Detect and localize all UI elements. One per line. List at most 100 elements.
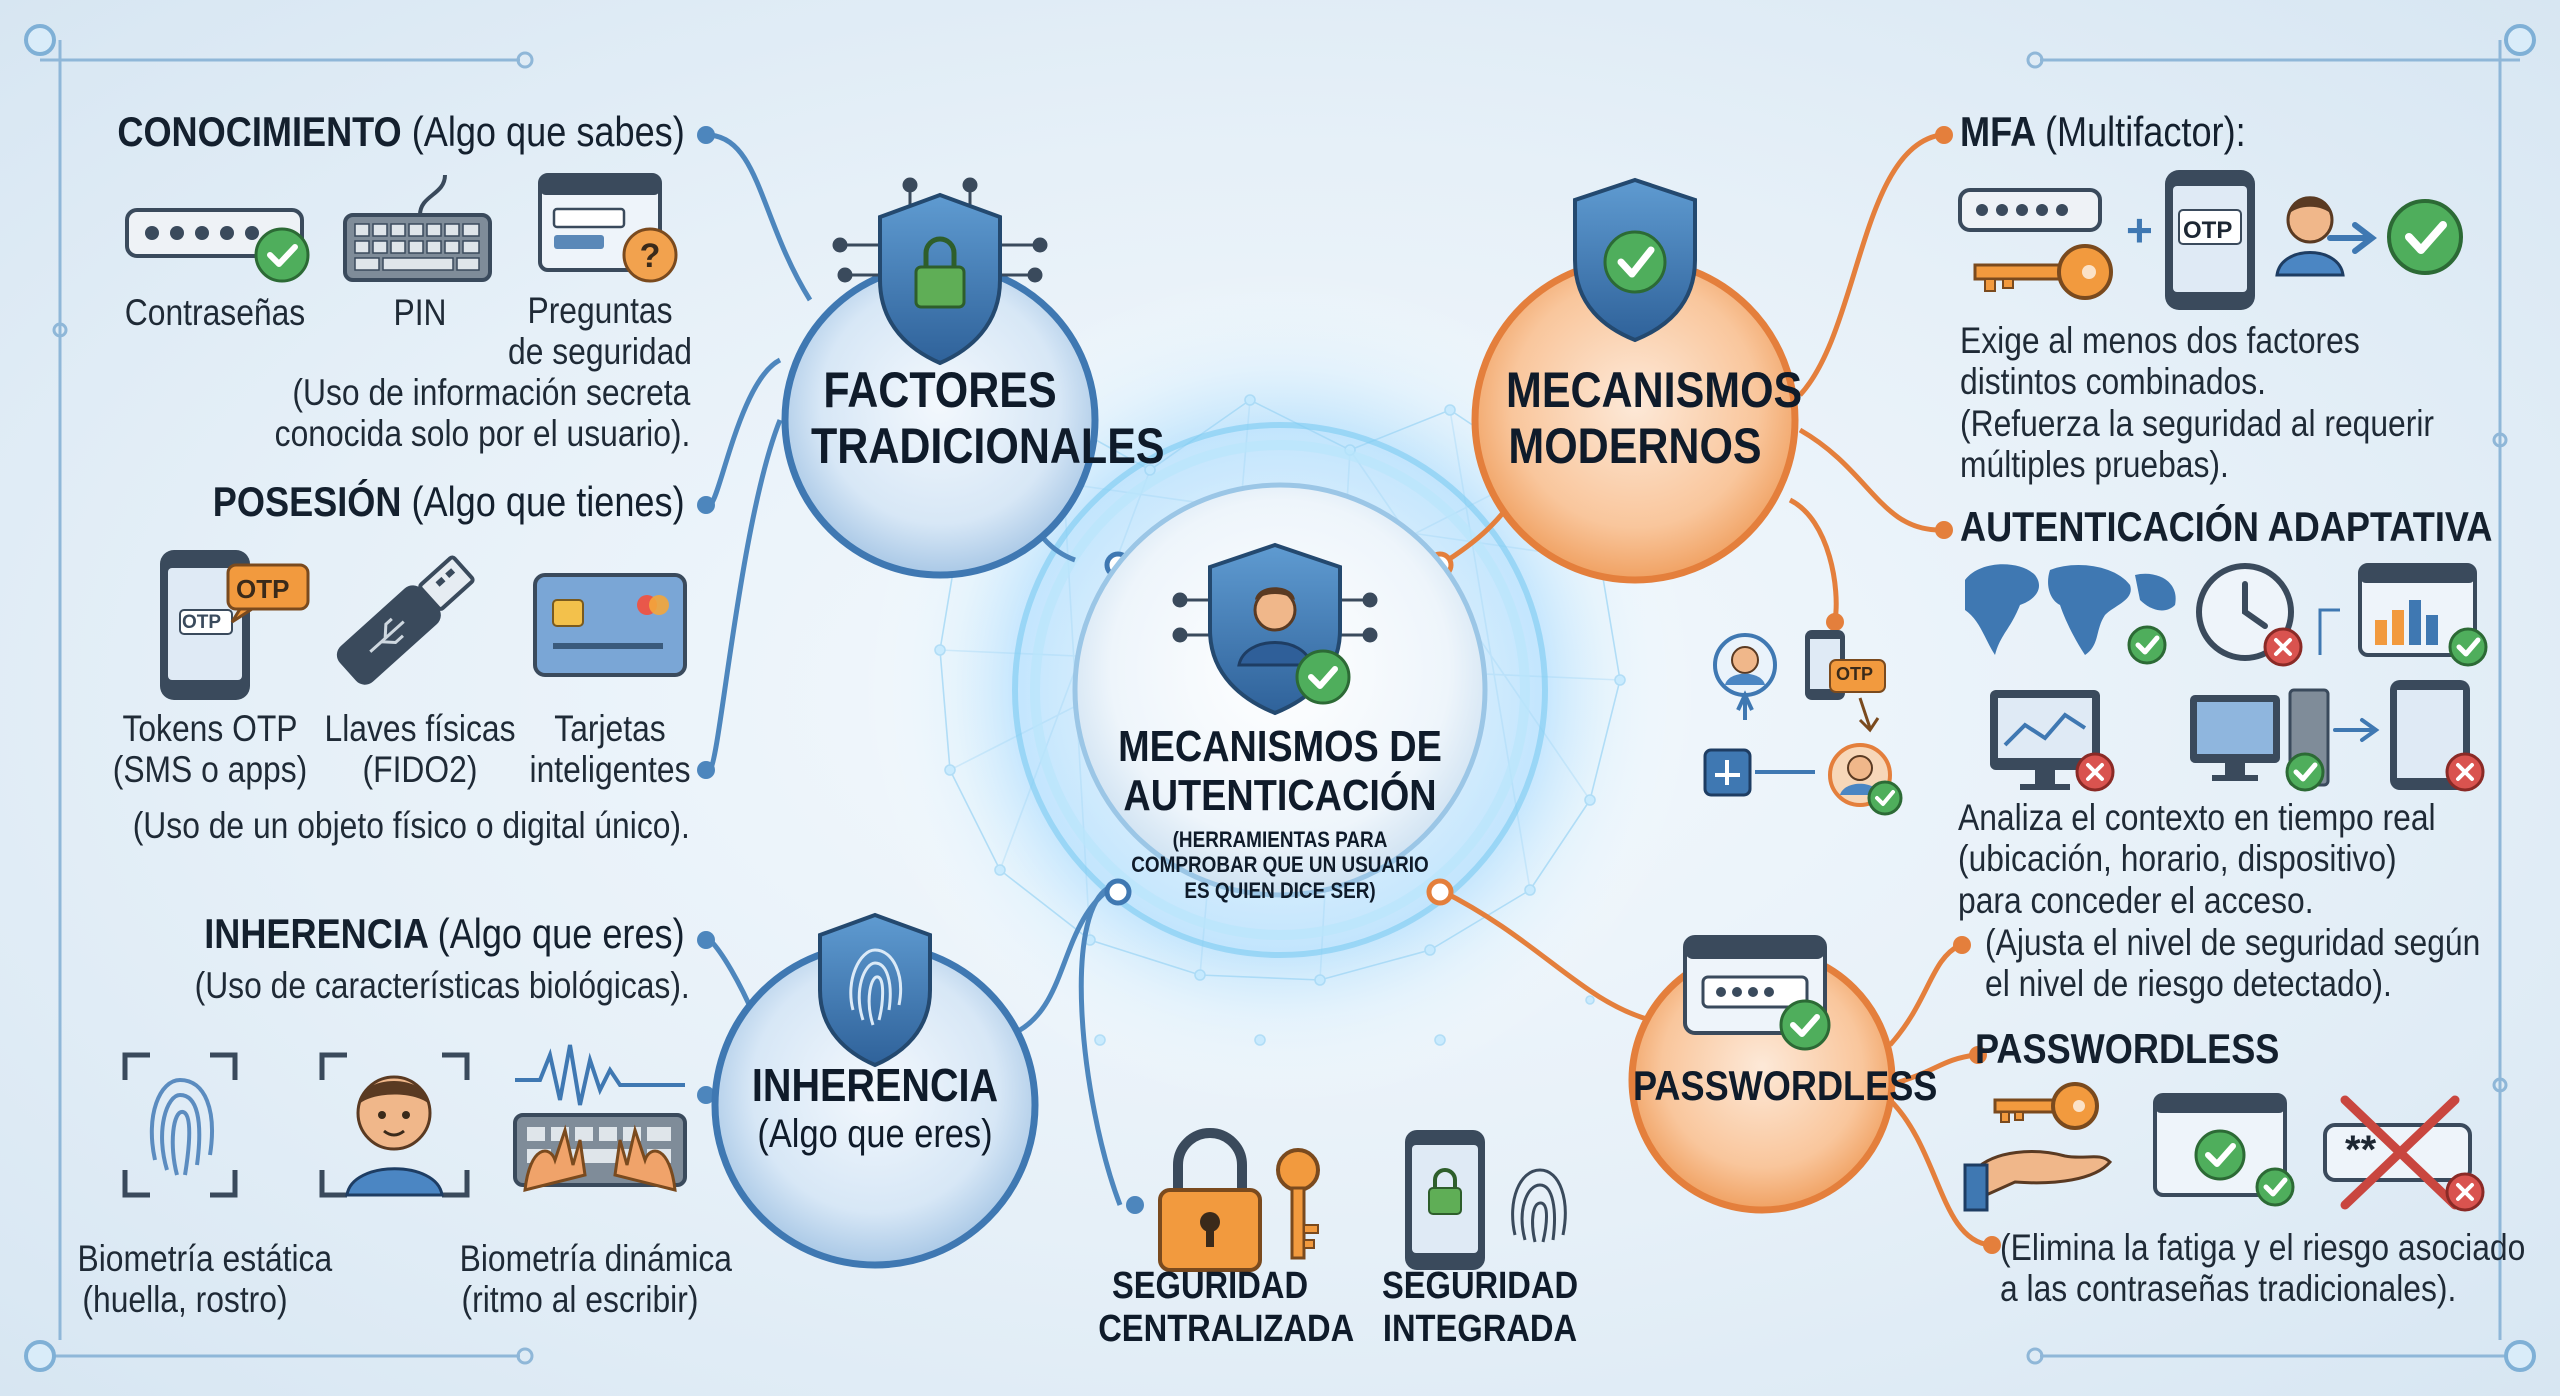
adaptive-title: AUTENTICACIÓN ADAPTATIVA bbox=[1960, 503, 2493, 550]
clock-icon bbox=[2196, 563, 2303, 667]
padlock-key-icon bbox=[1158, 1128, 1320, 1272]
mfa-desc-line4: múltiples pruebas). bbox=[1960, 444, 2229, 486]
possession-item-otp: Tokens OTP (SMS o apps) bbox=[107, 708, 313, 791]
phone-otp-icon bbox=[160, 550, 310, 700]
knowledge-item-questions: Preguntas de seguridad bbox=[497, 290, 703, 373]
adaptive-desc-line1: Analiza el contexto en tiempo real bbox=[1958, 797, 2436, 838]
possession-item-keys-line2: (FIDO2) bbox=[362, 749, 478, 791]
adaptive-desc-line3: para conceder el acceso. bbox=[1958, 879, 2314, 921]
inherence-heading: INHERENCIA (Algo que eres) bbox=[205, 910, 685, 957]
connectors-left bbox=[707, 132, 1123, 1206]
modern-shield-icon bbox=[1573, 177, 1697, 343]
possession-item-cards: Tarjetas inteligentes bbox=[507, 708, 713, 791]
mfa-arrow-icon bbox=[2327, 222, 2377, 254]
phone-lock-fingerprint-icon bbox=[1405, 1130, 1567, 1270]
hand-key-icon bbox=[1963, 1082, 2113, 1212]
mfa-key-icon bbox=[1973, 244, 2113, 300]
mfa-description: Exige al menos dos factores distintos co… bbox=[1960, 320, 2434, 486]
traditional-node-title[interactable]: FACTORES TRADICIONALES bbox=[811, 362, 1165, 474]
adaptive-description: Analiza el contexto en tiempo real (ubic… bbox=[1958, 797, 2436, 921]
analytics-window-icon bbox=[2318, 563, 2488, 667]
inherence-title-suffix: (Algo que eres) bbox=[438, 910, 685, 957]
inherence-item-dynamic-line1: Biometría dinámica bbox=[459, 1238, 732, 1279]
modern-node-line2: MODERNOS bbox=[1508, 418, 1762, 474]
frame bbox=[24, 24, 2536, 1372]
traditional-node-line2: TRADICIONALES bbox=[811, 418, 1165, 474]
adaptive-desc-line4: (Ajusta el nivel de seguridad según bbox=[1985, 922, 2481, 963]
inherence-item-static: Biometría estática (huella, rostro) bbox=[77, 1238, 333, 1321]
integrated-line2: INTEGRADA bbox=[1382, 1307, 1578, 1350]
smart-card-icon bbox=[533, 573, 687, 677]
center-subtitle-line2: COMPROBAR QUE UN USUARIO bbox=[1131, 852, 1429, 878]
password-field-icon bbox=[125, 208, 310, 283]
passwordless-node-title[interactable]: PASSWORDLESS bbox=[1633, 1062, 1938, 1109]
inherence-item-static-line2: (huella, rostro) bbox=[82, 1279, 288, 1321]
passwordless-description: (Elimina la fatiga y el riesgo asociado … bbox=[2000, 1227, 2525, 1310]
crossed-password-icon bbox=[2323, 1095, 2485, 1212]
otp-badge-label: OTP bbox=[236, 574, 290, 604]
masked-password-text: ** bbox=[2345, 1128, 2377, 1172]
traditional-shield-icon bbox=[832, 177, 1048, 366]
adaptive-note: (Ajusta el nivel de seguridad según el n… bbox=[1985, 922, 2480, 1005]
fingerprint-scan-icon bbox=[122, 1052, 238, 1198]
modern-node-title[interactable]: MECANISMOS MODERNOS bbox=[1506, 362, 1803, 474]
inherence-node-title[interactable]: INHERENCIA (Algo que eres) bbox=[746, 1059, 1004, 1156]
end-dots-left bbox=[697, 126, 1144, 1214]
desktop-computer-icon bbox=[2190, 688, 2380, 792]
inherence-item-static-line1: Biometría estática bbox=[77, 1238, 333, 1279]
passwordless-window-icon bbox=[1683, 935, 1831, 1051]
possession-description: (Uso de un objeto físico o digital único… bbox=[132, 805, 690, 846]
possession-item-cards-line1: Tarjetas bbox=[554, 708, 666, 749]
mfa-desc-line2: distintos combinados. bbox=[1960, 361, 2266, 403]
adaptive-desc-line5: el nivel de riesgo detectado). bbox=[1985, 963, 2392, 1005]
security-question-window-icon: ? bbox=[538, 173, 678, 283]
adaptive-desc-line2: (ubicación, horario, dispositivo) bbox=[1958, 838, 2397, 880]
centralized-line1: SEGURIDAD bbox=[1111, 1265, 1309, 1307]
user-otp-flow-icon bbox=[1703, 630, 1903, 816]
knowledge-heading: CONOCIMIENTO (Algo que sabes) bbox=[118, 108, 685, 155]
integrated-security-label: SEGURIDAD INTEGRADA bbox=[1377, 1265, 1583, 1350]
otp-screen-label: OTP bbox=[182, 612, 222, 633]
monitor-chart-icon bbox=[1990, 690, 2115, 792]
possession-title: POSESIÓN bbox=[213, 478, 402, 525]
knowledge-item-questions-line1: Preguntas bbox=[527, 290, 673, 331]
centralized-security-label: SEGURIDAD CENTRALIZADA bbox=[1098, 1265, 1355, 1350]
knowledge-item-pin: PIN bbox=[393, 292, 447, 333]
inherence-item-dynamic: Biometría dinámica (ritmo al escribir) bbox=[459, 1238, 732, 1321]
knowledge-item-passwords: Contraseñas bbox=[124, 292, 306, 333]
mfa-otp-label: OTP bbox=[2183, 217, 2233, 244]
mfa-user-icon bbox=[2275, 196, 2345, 277]
mfa-title: MFA bbox=[1960, 108, 2035, 155]
possession-item-keys: Llaves físicas (FIDO2) bbox=[317, 708, 523, 791]
possession-title-suffix: (Algo que tienes) bbox=[411, 478, 685, 525]
possession-item-cards-line2: inteligentes bbox=[529, 749, 691, 791]
svg-text:?: ? bbox=[640, 237, 661, 275]
end-dots-right bbox=[1826, 126, 2001, 1254]
inherence-title: INHERENCIA bbox=[204, 910, 429, 957]
usb-key-icon bbox=[336, 555, 475, 685]
mfa-plus-sign: + bbox=[2126, 204, 2153, 256]
center-subtitle-line1: (HERRAMIENTAS PARA bbox=[1172, 826, 1388, 852]
centralized-line2: CENTRALIZADA bbox=[1098, 1307, 1355, 1350]
adaptive-otp-bubble: OTP bbox=[1836, 664, 1874, 684]
face-scan-icon bbox=[319, 1052, 470, 1198]
mfa-heading: MFA (Multifactor): bbox=[1960, 108, 2246, 155]
knowledge-title: CONOCIMIENTO bbox=[117, 108, 402, 155]
center-title: MECANISMOS DE AUTENTICACIÓN (HERRAMIENTA… bbox=[1108, 722, 1452, 904]
knowledge-description: (Uso de información secreta conocida sol… bbox=[274, 372, 690, 455]
traditional-node-line1: FACTORES bbox=[823, 362, 1057, 418]
center-subtitle-line3: ES QUIEN DICE SER) bbox=[1184, 878, 1376, 904]
keypad-icon bbox=[343, 174, 492, 282]
center-shield-user-icon bbox=[1172, 542, 1378, 716]
mfa-title-suffix: (Multifactor): bbox=[2044, 108, 2246, 155]
modern-node-line1: MECANISMOS bbox=[1506, 362, 1803, 418]
knowledge-desc-line2: conocida solo por el usuario). bbox=[274, 413, 690, 455]
mfa-check-icon bbox=[2387, 199, 2463, 275]
possession-item-otp-line1: Tokens OTP bbox=[122, 708, 298, 749]
inherence-node-line2: (Algo que eres) bbox=[757, 1111, 993, 1156]
possession-item-keys-line1: Llaves físicas bbox=[324, 708, 516, 749]
center-title-line2: AUTENTICACIÓN bbox=[1123, 771, 1437, 821]
inherence-description: (Uso de características biológicas). bbox=[194, 965, 690, 1006]
knowledge-title-suffix: (Algo que sabes) bbox=[411, 108, 685, 155]
